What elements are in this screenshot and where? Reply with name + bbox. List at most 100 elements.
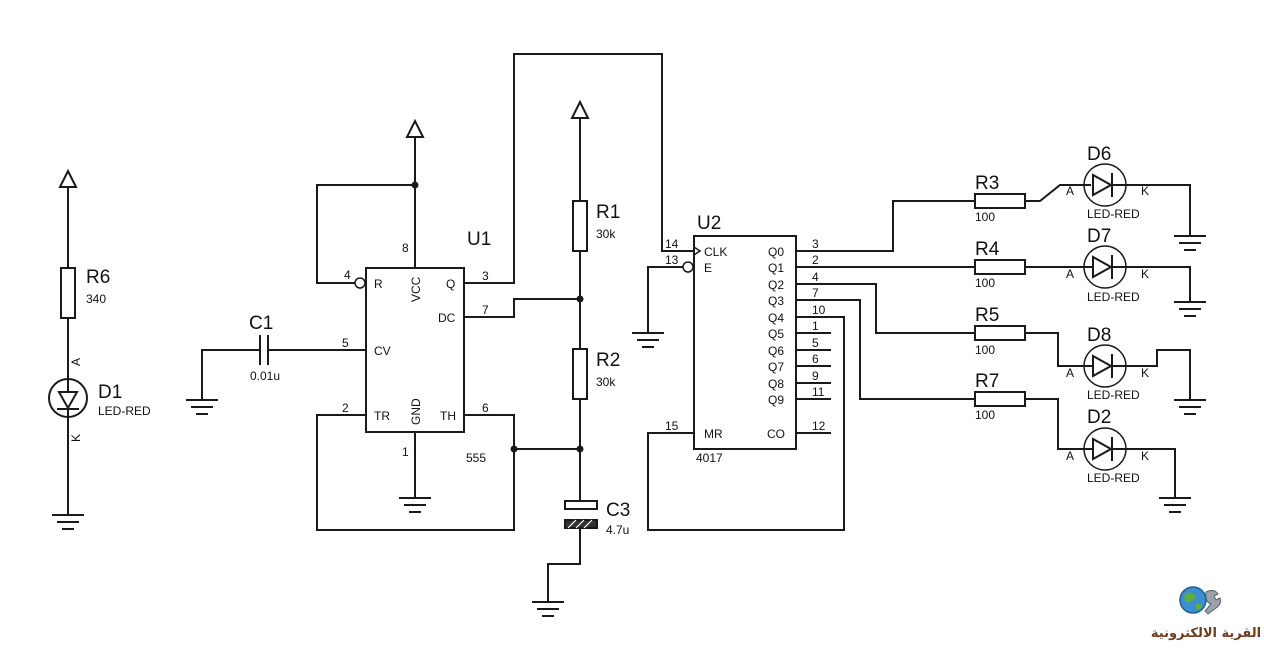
r6-ref: R6 — [86, 267, 110, 288]
u2-pin-q4-label: Q4 — [768, 311, 784, 325]
u2-pin-13: 13 — [665, 253, 679, 267]
u1-pin-4: 4 — [344, 268, 351, 282]
d6-ref: D6 — [1087, 144, 1111, 165]
power-terminal-icon — [58, 168, 78, 188]
ic-u1-555: U1 555 R Q DC CV TR TH VCC GND 4 8 3 7 5… — [316, 118, 581, 531]
u1-pin-3: 3 — [482, 269, 489, 283]
resistor-r5 — [974, 325, 1026, 341]
u1-pin-7: 7 — [482, 303, 489, 317]
u2-pin-clk-label: CLK — [704, 245, 727, 259]
u2-pin-q7-label: Q7 — [768, 360, 784, 374]
d7-value: LED-RED — [1087, 290, 1140, 304]
u2-pin-q0-label: Q0 — [768, 245, 784, 259]
u1-pin-r-label: R — [374, 277, 383, 291]
ground-icon — [1174, 301, 1206, 317]
led-d8-triangle — [1092, 354, 1114, 378]
globe-wrench-icon — [1179, 586, 1221, 615]
d6-value: LED-RED — [1087, 207, 1140, 221]
r6-value: 340 — [86, 292, 106, 306]
r1-ref: R1 — [596, 202, 620, 223]
r7-value: 100 — [975, 408, 995, 422]
u1-pin-th-label: TH — [440, 409, 456, 423]
u2-pin-4: 4 — [812, 270, 819, 284]
d8-value: LED-RED — [1087, 388, 1140, 402]
d2-ref: D2 — [1087, 407, 1111, 428]
u2-pin-9: 9 — [812, 369, 819, 383]
enable-inversion-bubble — [682, 261, 694, 273]
resistor-r7 — [974, 391, 1026, 407]
u2-pin-7: 7 — [812, 286, 819, 300]
u1-pin-q-label: Q — [446, 277, 455, 291]
d2-anode-label: A — [1066, 449, 1074, 463]
r2-ref: R2 — [596, 350, 620, 371]
d7-ref: D7 — [1087, 226, 1111, 247]
resistor-r2 — [572, 348, 588, 400]
ground-icon — [632, 332, 664, 348]
r3-value: 100 — [975, 210, 995, 224]
u2-pin-14: 14 — [665, 237, 679, 251]
u2-part: 4017 — [696, 451, 723, 465]
output-branch-d2: R7 100 D2 LED-RED A K — [974, 371, 1191, 513]
u1-pin-cv-label: CV — [374, 344, 391, 358]
led-d7-triangle — [1092, 255, 1114, 279]
c3-ref: C3 — [606, 500, 630, 521]
output-branch-d6: R3 100 D6 LED-RED A K — [892, 144, 1206, 252]
resistor-r4 — [974, 259, 1026, 275]
ground-icon — [186, 399, 218, 415]
r4-ref: R4 — [975, 239, 1000, 260]
led-branch-d1: R6 340 A K D1 LED-RED — [48, 168, 151, 530]
c1-value: 0.01u — [250, 369, 280, 383]
site-logo: القرية الالكترونية — [1151, 586, 1261, 641]
resistor-r1 — [572, 200, 588, 252]
c3-value: 4.7u — [606, 523, 629, 537]
reset-inversion-bubble — [354, 277, 366, 289]
resistor-r6 — [60, 267, 76, 319]
d2-cathode-label: K — [1141, 449, 1149, 463]
r3-ref: R3 — [975, 173, 999, 194]
led-d2-triangle — [1092, 437, 1114, 461]
ic-u2-4017: U2 4017 CLK E MR Q0 Q1 Q2 Q3 Q4 Q5 Q6 Q7… — [632, 213, 976, 531]
output-branch-d8: R5 100 D8 LED-RED A K — [974, 305, 1206, 415]
d6-cathode-label: K — [1141, 184, 1149, 198]
u1-pin-dc-label: DC — [438, 311, 456, 325]
d1-ref: D1 — [98, 382, 122, 403]
ground-icon — [1159, 497, 1191, 513]
u1-ref: U1 — [467, 229, 491, 250]
u2-pin-q2-label: Q2 — [768, 278, 784, 292]
u2-pin-3: 3 — [812, 237, 819, 251]
u2-pin-1: 1 — [812, 319, 819, 333]
u1-part: 555 — [466, 451, 486, 465]
u2-pin-co-label: CO — [767, 427, 785, 441]
d8-anode-label: A — [1066, 366, 1074, 380]
u1-pin-gnd-label: GND — [409, 398, 423, 425]
u2-pin-q3-label: Q3 — [768, 294, 784, 308]
d1-value: LED-RED — [98, 404, 151, 418]
ground-icon — [399, 497, 431, 513]
c1-ref: C1 — [249, 313, 273, 334]
ground-icon — [52, 514, 84, 530]
u1-pin-8: 8 — [402, 241, 409, 255]
u1-pin-vcc-label: VCC — [409, 276, 423, 302]
led-d6-triangle — [1092, 173, 1114, 197]
u2-pin-12: 12 — [812, 419, 826, 433]
d1-cathode-label: K — [69, 434, 83, 442]
u1-pin-1: 1 — [402, 445, 409, 459]
resistor-r3 — [974, 193, 1026, 209]
ground-icon — [1174, 235, 1206, 251]
clock-wire — [513, 53, 695, 284]
u2-pin-2: 2 — [812, 253, 819, 267]
u2-pin-q6-label: Q6 — [768, 344, 784, 358]
capacitor-c3-plus — [564, 500, 598, 510]
power-terminal-icon — [405, 118, 425, 138]
u1-pin-tr-label: TR — [374, 409, 390, 423]
r7-ref: R7 — [975, 371, 999, 392]
u2-pin-5: 5 — [812, 336, 819, 350]
r2-value: 30k — [596, 375, 616, 389]
timing-network: R1 30k R2 30k C3 4.7u — [510, 99, 630, 617]
ground-icon — [532, 601, 564, 617]
u2-pin-11: 11 — [812, 385, 825, 399]
d7-cathode-label: K — [1141, 267, 1149, 281]
logo-text: القرية الالكترونية — [1151, 626, 1261, 641]
output-branch-d7: R4 100 D7 LED-RED A K — [974, 226, 1206, 317]
